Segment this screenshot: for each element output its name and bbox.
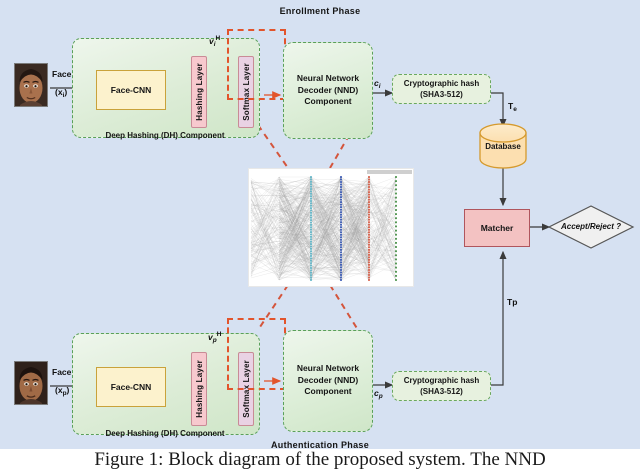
diagram-canvas: Enrollment Phase Face-CNN Hashing Layer … [0, 0, 640, 449]
face-id-close: ) [64, 87, 67, 97]
face-photo-authentication [14, 361, 48, 405]
face-input-label-enrollment: Face [52, 69, 71, 79]
feature-subscript: p [213, 337, 217, 344]
nnd-component-authentication[interactable]: Neural Network Decoder (NND) Component [283, 330, 373, 432]
face-cnn-label: Face-CNN [111, 382, 152, 392]
hash-line-2: (SHA3-512) [404, 89, 480, 100]
nnd-component-enrollment[interactable]: Neural Network Decoder (NND) Component [283, 42, 373, 139]
feature-subscript: i [214, 41, 216, 48]
hashing-layer-enrollment[interactable]: Hashing Layer [191, 56, 207, 128]
face-cnn-authentication[interactable]: Face-CNN [96, 367, 166, 407]
hashing-layer-label: Hashing Layer [195, 360, 204, 418]
face-id-open: (x [55, 87, 63, 97]
softmax-callout-box-enrollment [227, 29, 286, 100]
feature-superscript: H [216, 35, 221, 42]
face-id-open: (x [55, 385, 63, 395]
database-label: Database [480, 142, 526, 151]
nnd-line-3: Component [284, 96, 372, 108]
nnd-line-2: Decoder (NND) [284, 85, 372, 97]
matcher-label: Matcher [481, 223, 514, 233]
hash-line-1: Cryptographic hash [404, 375, 480, 386]
hashing-layer-label: Hashing Layer [195, 63, 204, 121]
face-label-text: Face [52, 367, 71, 377]
template-probe-label: Tp [507, 297, 517, 307]
code-symbol-authentication: cp [374, 388, 383, 400]
face-cnn-label: Face-CNN [111, 85, 152, 95]
nnd-line-3: Component [284, 386, 372, 398]
feature-symbol-enrollment: viH [209, 35, 220, 48]
face-label-text: Face [52, 69, 71, 79]
neural-network-visualization [248, 168, 414, 287]
code-subscript: i [379, 83, 381, 90]
enrollment-phase-title: Enrollment Phase [0, 6, 640, 16]
cryptographic-hash-enrollment[interactable]: Cryptographic hash (SHA3-512) [392, 74, 491, 104]
feature-superscript: H [217, 331, 222, 338]
nnd-line-1: Neural Network [284, 73, 372, 85]
softmax-callout-box-authentication [227, 318, 286, 390]
template-enrollment-label: Te [508, 101, 517, 113]
face-input-id-enrollment: (xi) [55, 87, 67, 99]
matcher-block[interactable]: Matcher [464, 209, 530, 247]
hash-line-1: Cryptographic hash [404, 78, 480, 89]
authentication-phase-title: Authentication Phase [0, 440, 640, 449]
feature-symbol-authentication: vpH [208, 331, 221, 344]
face-input-label-authentication: Face [52, 367, 71, 377]
figure-caption: Figure 1: Block diagram of the proposed … [0, 449, 640, 471]
dh-component-caption-authentication: Deep Hashing (DH) Component [72, 429, 258, 438]
nnd-line-2: Decoder (NND) [284, 375, 372, 387]
cryptographic-hash-authentication[interactable]: Cryptographic hash (SHA3-512) [392, 371, 491, 401]
code-symbol-enrollment: ci [374, 78, 381, 90]
face-id-close: ) [67, 385, 70, 395]
face-input-id-authentication: (xp) [55, 385, 69, 397]
hashing-layer-authentication[interactable]: Hashing Layer [191, 352, 207, 426]
nnd-line-1: Neural Network [284, 363, 372, 375]
template-sub: e [513, 106, 517, 113]
hash-line-2: (SHA3-512) [404, 386, 480, 397]
face-photo-enrollment [14, 63, 48, 107]
face-cnn-enrollment[interactable]: Face-CNN [96, 70, 166, 110]
accept-reject-label: Accept/Reject ? [549, 222, 633, 231]
code-subscript: p [379, 393, 383, 400]
dh-component-caption-enrollment: Deep Hashing (DH) Component [72, 131, 258, 140]
